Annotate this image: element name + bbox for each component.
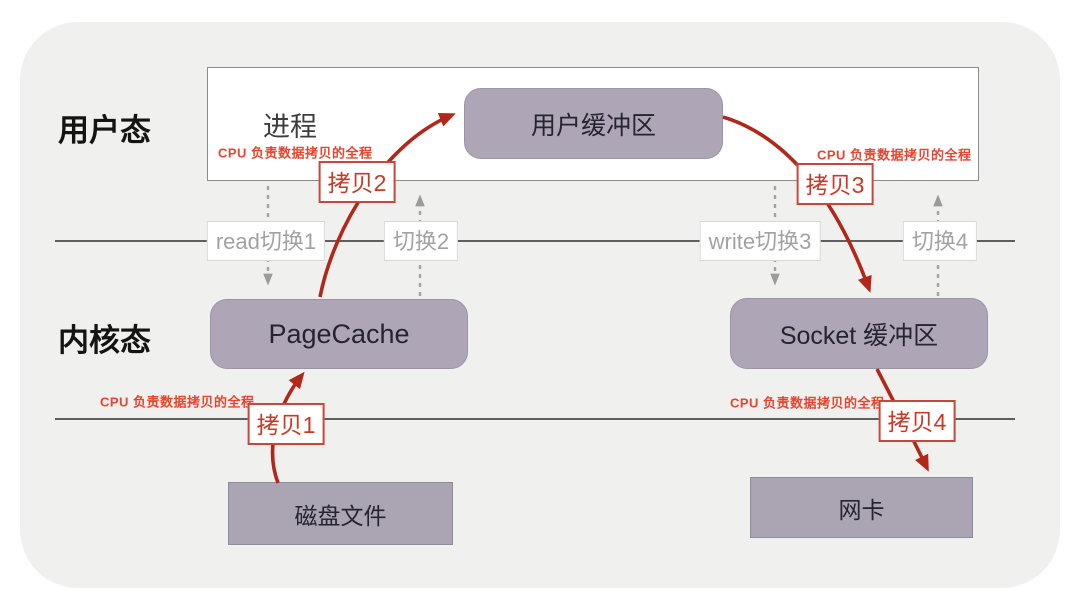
node-disk-file: 磁盘文件: [228, 482, 453, 545]
switch-tag-2: 切换2: [383, 221, 459, 261]
process-box-label: 进程: [263, 112, 317, 142]
node-nic-label: 网卡: [838, 496, 885, 523]
node-user-buffer-label: 用户缓冲区: [530, 111, 656, 140]
cpu-note-copy2: CPU 负责数据拷贝的全程: [218, 145, 373, 161]
cpu-note-copy4: CPU 负责数据拷贝的全程: [730, 395, 885, 411]
node-disk-file-label: 磁盘文件: [294, 502, 387, 529]
copy-tag-3: 拷贝3: [796, 163, 874, 205]
switch-tag-write-3: write切换3: [699, 221, 821, 261]
node-pagecache-label: PageCache: [268, 318, 410, 349]
cpu-note-copy1: CPU 负责数据拷贝的全程: [100, 394, 255, 410]
copy-tag-1: 拷贝1: [247, 403, 325, 445]
switch-tag-4: 切换4: [902, 221, 978, 261]
node-pagecache: PageCache: [210, 299, 468, 369]
node-nic: 网卡: [750, 477, 973, 538]
copy-tag-2: 拷贝2: [318, 161, 396, 203]
node-user-buffer: 用户缓冲区: [464, 88, 723, 159]
zone-label-user-mode: 用户态: [58, 113, 151, 148]
zone-label-kernel-mode: 内核态: [58, 323, 151, 358]
node-socket-buffer-label: Socket 缓冲区: [779, 321, 939, 350]
copy-tag-4: 拷贝4: [878, 400, 956, 442]
switch-tag-read-1: read切换1: [206, 221, 326, 261]
cpu-note-copy3: CPU 负责数据拷贝的全程: [817, 147, 972, 163]
node-socket-buffer: Socket 缓冲区: [730, 298, 988, 369]
